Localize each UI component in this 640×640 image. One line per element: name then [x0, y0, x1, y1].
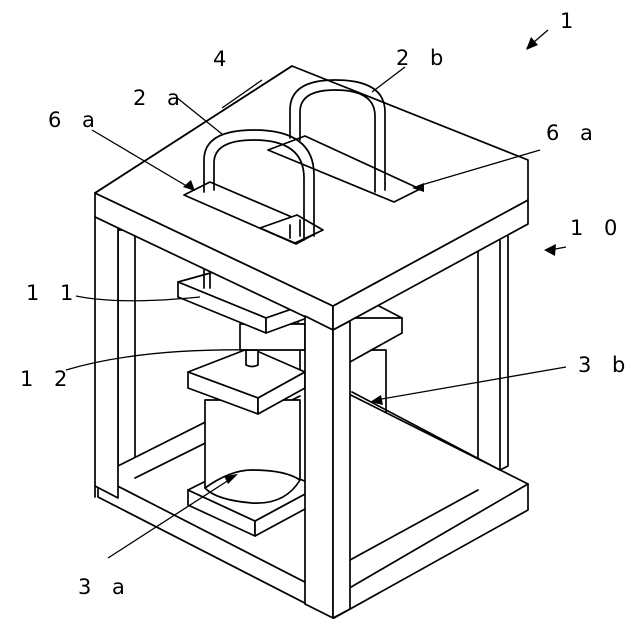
- label-device: 1: [560, 9, 580, 33]
- frame-post-front-center: [305, 316, 350, 618]
- label-cylinder-front: 3 a: [78, 575, 132, 599]
- label-top-plate: 4: [213, 47, 233, 71]
- cylinder-3a: [205, 400, 300, 503]
- frame-post-front-left: [95, 217, 118, 498]
- label-pressure-plate: 1 1: [26, 281, 80, 305]
- label-slot-right: 6 a: [546, 121, 600, 145]
- label-shaft: 1 2: [20, 367, 74, 391]
- label-handle-rear: 2 b: [396, 46, 450, 70]
- frame-post-rear-right: [478, 209, 508, 482]
- label-slot-left: 6 a: [48, 108, 102, 132]
- label-cylinder-rear: 3 b: [578, 353, 632, 377]
- label-handle-front: 2 a: [133, 86, 187, 110]
- label-frame: 1 0: [570, 216, 624, 240]
